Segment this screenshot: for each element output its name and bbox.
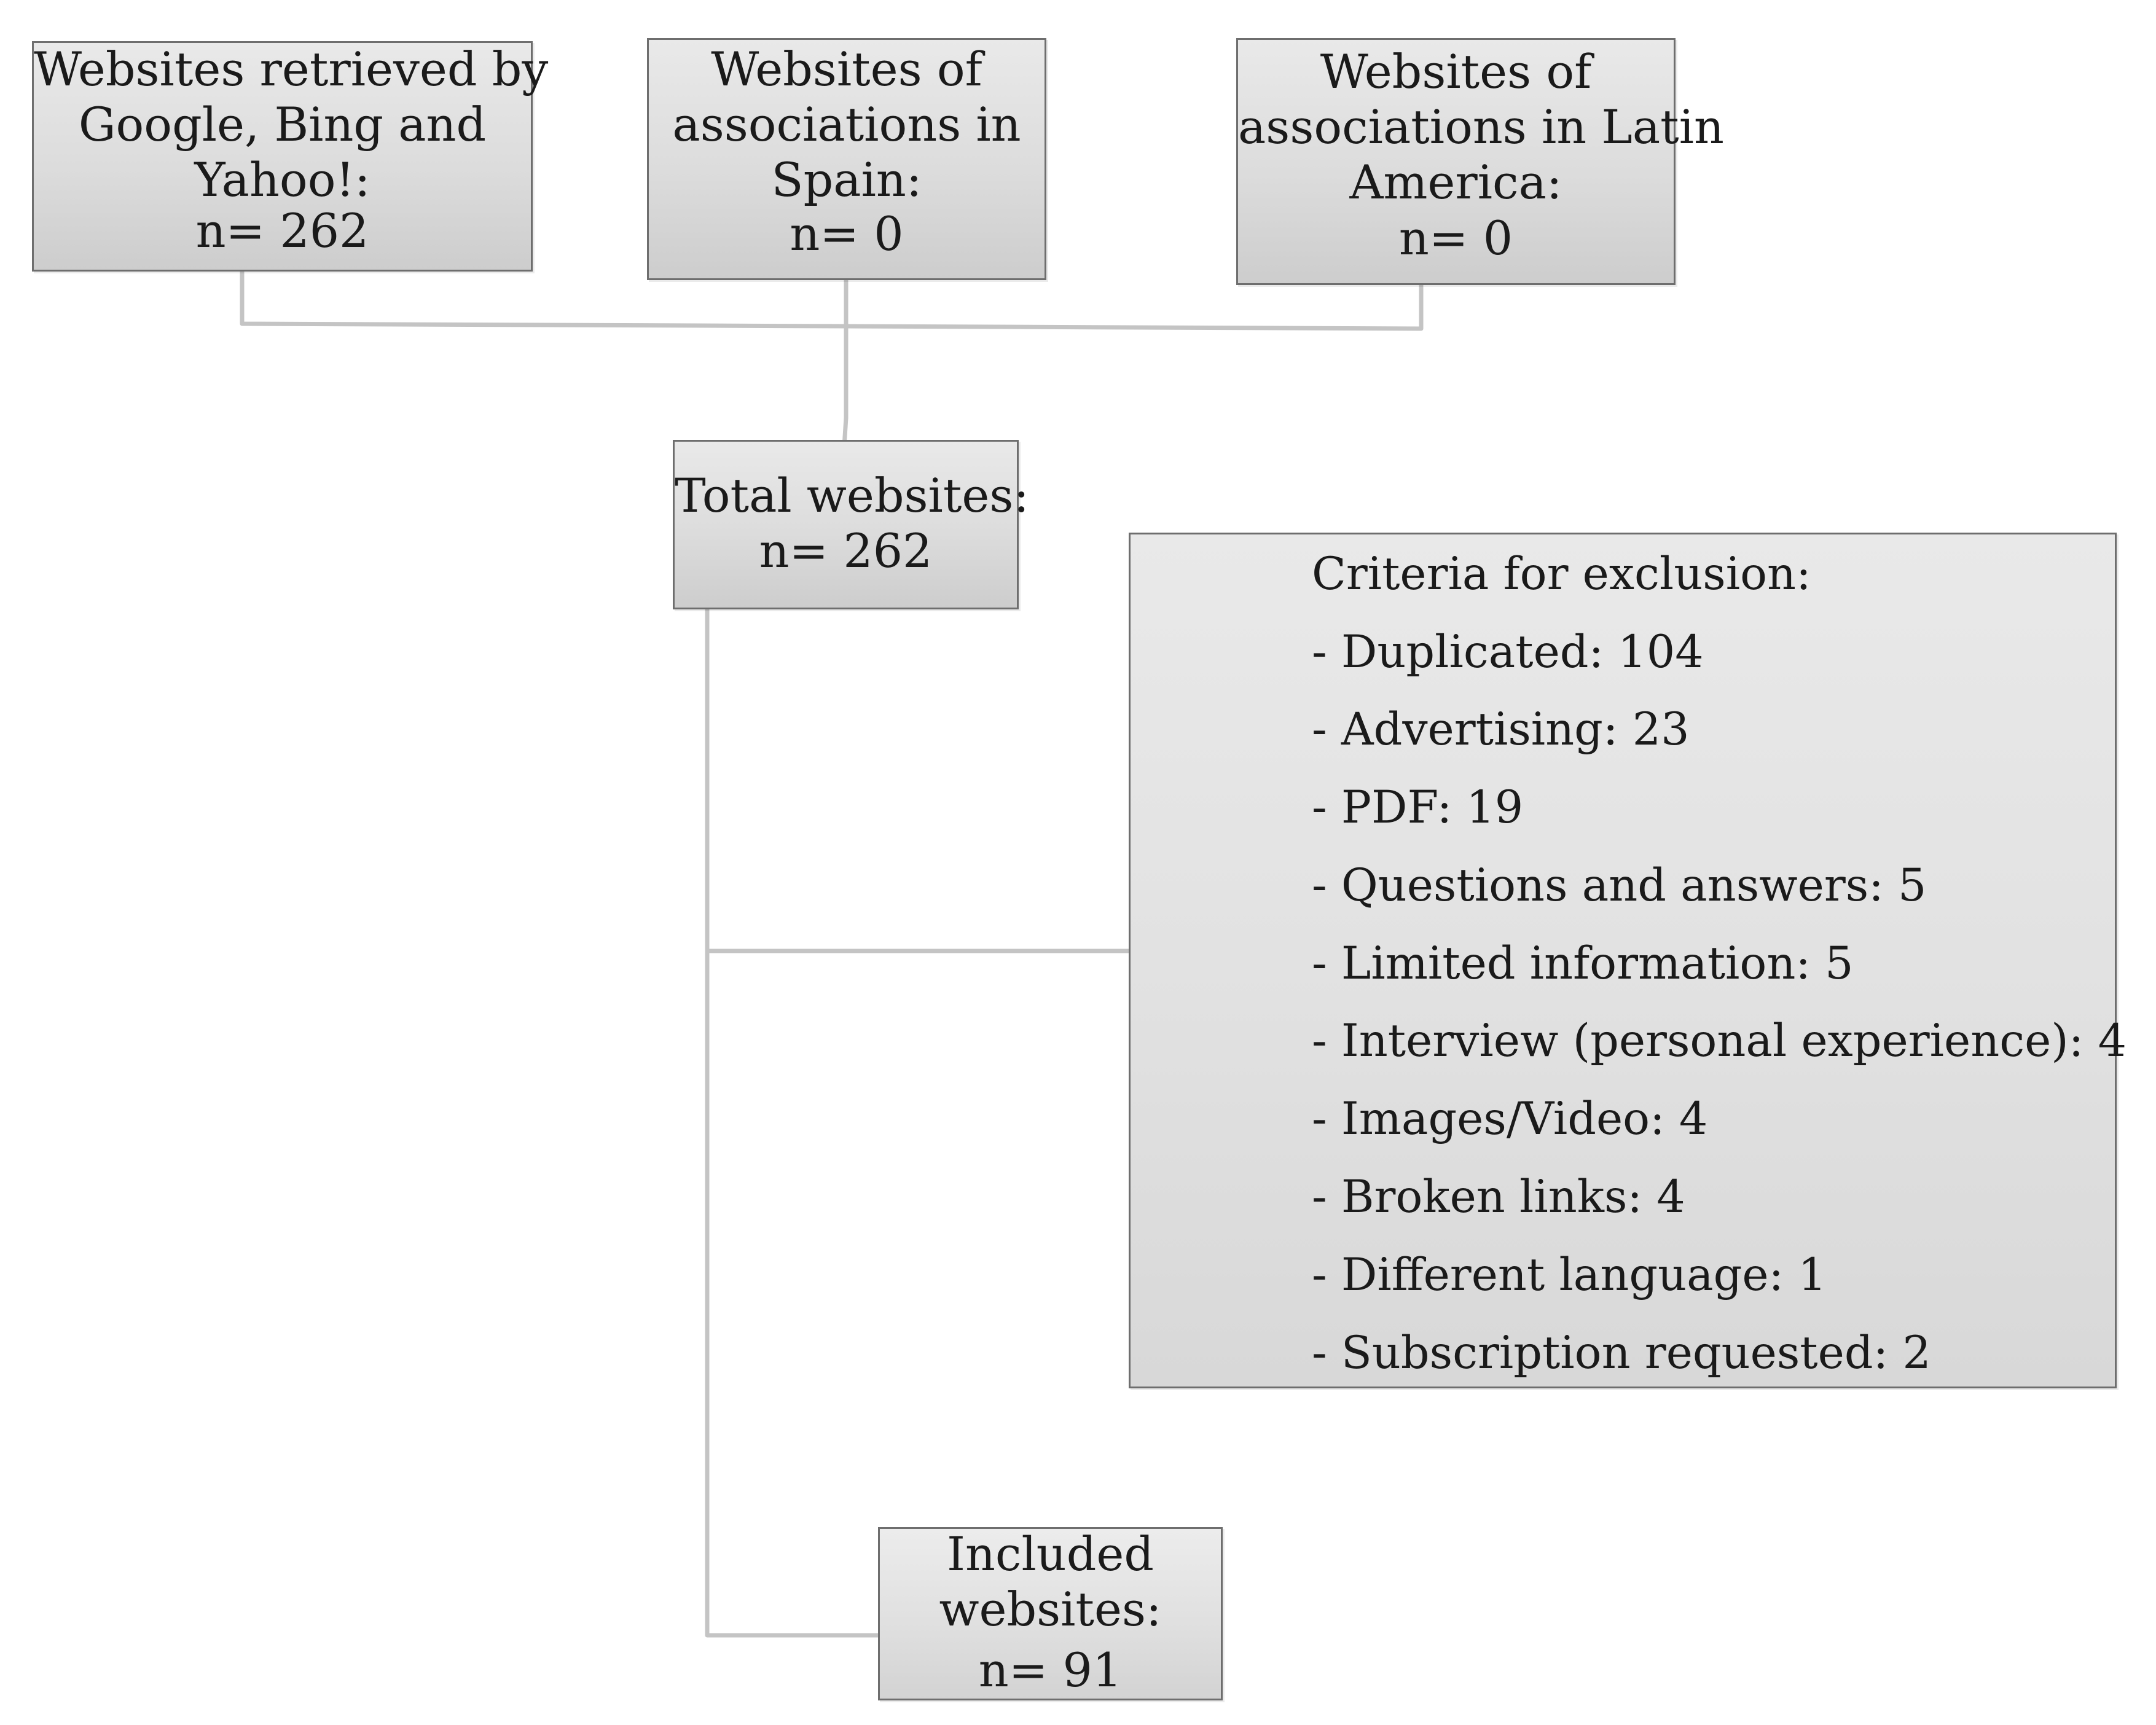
included-label-line-2: websites:: [939, 1582, 1162, 1637]
source-count: n= 0: [790, 206, 904, 261]
total-websites-box: Total websites: n= 262: [673, 440, 1029, 609]
exclusion-item: - Subscription requested: 2: [1312, 1327, 1931, 1379]
exclusion-title: Criteria for exclusion:: [1312, 548, 1811, 600]
source-label-line-3: Spain:: [771, 152, 922, 207]
source-label-line-3: Yahoo!:: [194, 152, 370, 207]
source-label-line-1: Websites of: [1320, 44, 1592, 99]
exclusion-item: - PDF: 19: [1312, 781, 1524, 834]
source-count: n= 262: [195, 203, 369, 258]
total-count: n= 262: [759, 523, 933, 578]
source-label-line-1: Websites retrieved by: [34, 42, 549, 96]
exclusion-item: - Images/Video: 4: [1312, 1093, 1708, 1145]
exclusion-item: - Different language: 1: [1312, 1249, 1827, 1301]
source-box-spain-associations: Websites of associations in Spain: n= 0: [647, 38, 1046, 280]
exclusion-item: - Interview (personal experience): 4: [1312, 1015, 2127, 1067]
connector-merge-to-total: [841, 324, 849, 458]
source-label-line-2: associations in: [672, 97, 1021, 152]
source-count: n= 0: [1398, 211, 1513, 265]
connector-source-latin-america: [844, 280, 1424, 331]
exclusion-item: - Duplicated: 104: [1312, 626, 1704, 678]
total-label: Total websites:: [675, 468, 1029, 523]
connector-total-to-included: [705, 607, 900, 1638]
source-label-line-1: Websites of: [711, 42, 982, 96]
exclusion-criteria-box: Criteria for exclusion: - Duplicated: 10…: [1129, 533, 2127, 1388]
included-websites-box: Included websites: n= 91: [878, 1527, 1223, 1700]
source-box-search-engines: Websites retrieved by Google, Bing and Y…: [32, 41, 549, 272]
included-count: n= 91: [978, 1643, 1123, 1697]
source-label-line-2: Google, Bing and: [78, 97, 487, 152]
exclusion-item: - Questions and answers: 5: [1312, 859, 1927, 912]
source-label-line-2: associations in Latin: [1238, 100, 1724, 154]
exclusion-item: - Broken links: 4: [1312, 1171, 1685, 1223]
exclusion-item: - Limited information: 5: [1312, 937, 1854, 990]
source-label-line-3: America:: [1349, 155, 1562, 209]
included-label-line-1: Included: [946, 1527, 1154, 1581]
exclusion-item: - Advertising: 23: [1312, 703, 1690, 756]
connector-source-google: [240, 269, 849, 329]
source-box-latin-america-associations: Websites of associations in Latin Americ…: [1236, 38, 1724, 285]
